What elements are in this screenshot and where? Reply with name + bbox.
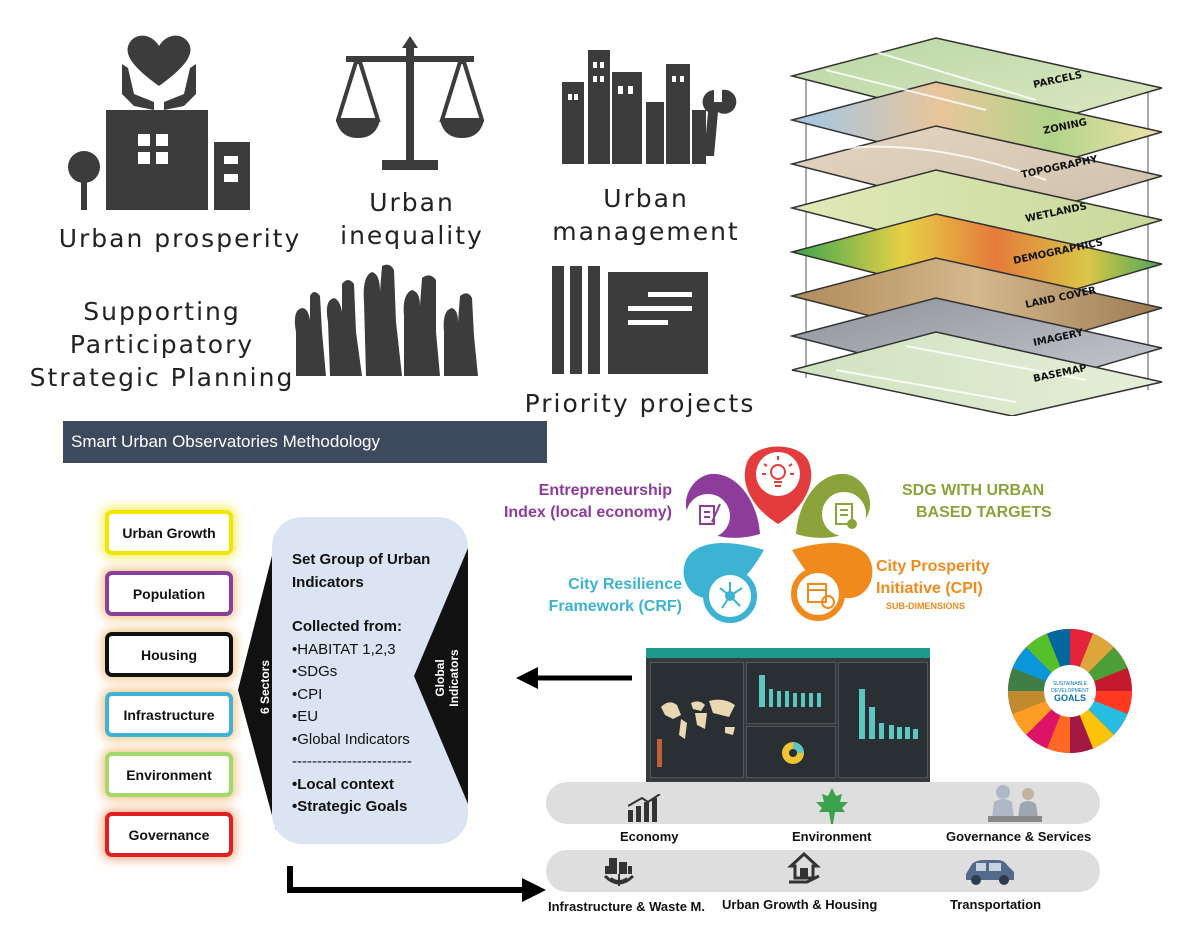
city-globe-icon xyxy=(603,858,635,886)
dimension-label: Governance & Services xyxy=(946,829,1092,844)
global-tag: Global Indicators xyxy=(433,649,461,707)
indicator-title: Indicators xyxy=(292,573,364,591)
house-hand-icon xyxy=(787,852,821,884)
participatory-planning-caption: Supporting Participatory Strategic Plann… xyxy=(29,297,295,392)
resilience-label: City Resilience Framework (CRF) xyxy=(548,576,682,615)
sector-box: Governance xyxy=(105,812,233,857)
dimension-label: Urban Growth & Housing xyxy=(722,897,878,912)
sector-box: Environment xyxy=(105,752,233,797)
indicator-title: Set Group of Urban xyxy=(292,551,431,568)
global-chevron xyxy=(414,548,468,804)
dimension-label: Environment xyxy=(792,829,872,844)
source-item: •SDGs xyxy=(292,663,338,680)
source-item: •EU xyxy=(292,708,319,725)
prosperity-label: City Prosperity Initiative (CPI) SUB-DIM… xyxy=(876,558,990,611)
urban-prosperity-icon xyxy=(68,35,250,210)
maple-leaf-icon xyxy=(816,788,848,824)
priority-projects-caption: Priority projects xyxy=(524,389,756,418)
urban-management-caption: Urban management xyxy=(552,184,740,246)
dimension-label: Infrastructure & Waste M. xyxy=(548,899,705,914)
raised-hands-icon xyxy=(294,264,478,376)
governance-people-icon xyxy=(988,785,1042,822)
entrepreneurship-label: Entrepreneurship Index (local economy) xyxy=(503,482,672,521)
sdg-text: DEVELOPMENT xyxy=(1051,688,1089,694)
urban-inequality-caption: Urban inequality xyxy=(340,188,484,250)
gis-layer-stack: PARCELS ZONING TOPOGRAPHY WETLANDS DEMOG… xyxy=(789,37,1163,416)
indicator-text: Set Group of Urban Indicators Collected … xyxy=(292,549,462,819)
local-item: •Strategic Goals xyxy=(292,798,408,815)
source-item: •Global Indicators xyxy=(292,730,410,748)
sector-box: Population xyxy=(105,571,233,616)
divider: ------------------------ xyxy=(292,753,412,770)
methodology-banner: Smart Urban Observatories Methodology xyxy=(63,421,547,463)
arrow-left-icon xyxy=(516,667,632,689)
urban-prosperity-caption: Urban prosperity xyxy=(58,224,302,253)
framework-flower xyxy=(683,446,873,623)
sector-box: Urban Growth xyxy=(105,510,233,555)
sector-box: Infrastructure xyxy=(105,692,233,737)
sectors-chevron xyxy=(238,540,276,830)
collected-title: Collected from: xyxy=(292,618,403,635)
sector-box: Housing xyxy=(105,632,233,677)
source-item: •CPI xyxy=(292,685,323,703)
city-wrench-icon xyxy=(562,50,737,164)
car-icon xyxy=(966,860,1014,885)
sectors-tag: 6 Sectors xyxy=(258,659,272,715)
sdg-targets-label: SDG WITH URBAN BASED TARGETS xyxy=(902,482,1052,521)
sdg-text: GOALS xyxy=(1054,693,1086,703)
sdg-text: SUSTAINABLE xyxy=(1053,681,1088,687)
scales-icon xyxy=(336,36,484,170)
local-item: •Local context xyxy=(292,775,394,793)
source-item: •HABITAT 1,2,3 xyxy=(292,640,396,658)
gis-layer xyxy=(791,331,1163,416)
dashboard-thumbnail xyxy=(646,648,930,782)
dimension-label: Economy xyxy=(620,829,679,844)
documents-icon xyxy=(552,266,708,374)
dimension-label: Transportation xyxy=(950,897,1042,912)
economy-chart-icon xyxy=(628,794,661,822)
sdg-wheel: SUSTAINABLE DEVELOPMENT GOALS xyxy=(1008,629,1132,753)
arrow-right-icon xyxy=(287,866,546,902)
